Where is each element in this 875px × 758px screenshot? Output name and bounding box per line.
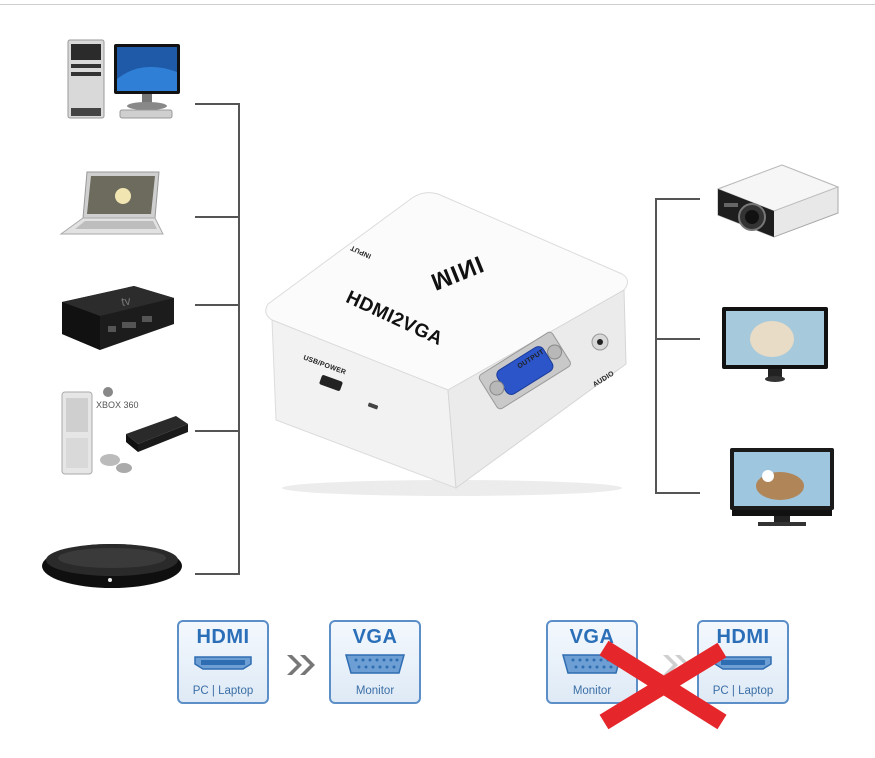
xbox-360-icon: XBOX 360 <box>58 384 193 479</box>
xbox-logo-text: XBOX 360 <box>96 400 139 410</box>
laptop-icon <box>55 168 165 248</box>
hdmi-invalid-card-title: HDMI <box>716 626 770 648</box>
vga-invalid-source-card: VGA Monitor <box>546 620 638 704</box>
top-border <box>0 4 875 5</box>
red-cross-icon <box>596 640 730 730</box>
vga-port-icon <box>345 654 405 674</box>
vga-invalid-card-subtitle: Monitor <box>572 685 612 697</box>
hdmi-invalid-card-subtitle: PC | Laptop <box>712 685 774 697</box>
apple-tv-logo-text: tv <box>120 294 132 309</box>
hdmi-input-card-subtitle: PC | Laptop <box>192 685 254 697</box>
desktop-computer-icon <box>62 34 187 124</box>
hdmi-input-card-title: HDMI <box>196 626 250 648</box>
monitor-icon <box>720 305 832 385</box>
tv-icon <box>728 446 836 530</box>
hdmi2vga-converter: MINI HDMI2VGA INPUT OUTPUT USB/POWER AUD… <box>262 188 642 500</box>
double-chevron-right-icon <box>284 650 320 680</box>
vga-invalid-card-title: VGA <box>569 626 615 648</box>
hdmi-input-card: HDMI PC | Laptop <box>177 620 269 704</box>
vga-output-card-title: VGA <box>352 626 398 648</box>
projector-icon <box>712 155 842 240</box>
set-top-box-icon <box>40 536 185 596</box>
vga-output-card: VGA Monitor <box>329 620 421 704</box>
vga-output-card-subtitle: Monitor <box>355 685 395 697</box>
apple-tv-icon: tv <box>52 282 182 357</box>
hdmi-port-icon <box>194 656 252 670</box>
